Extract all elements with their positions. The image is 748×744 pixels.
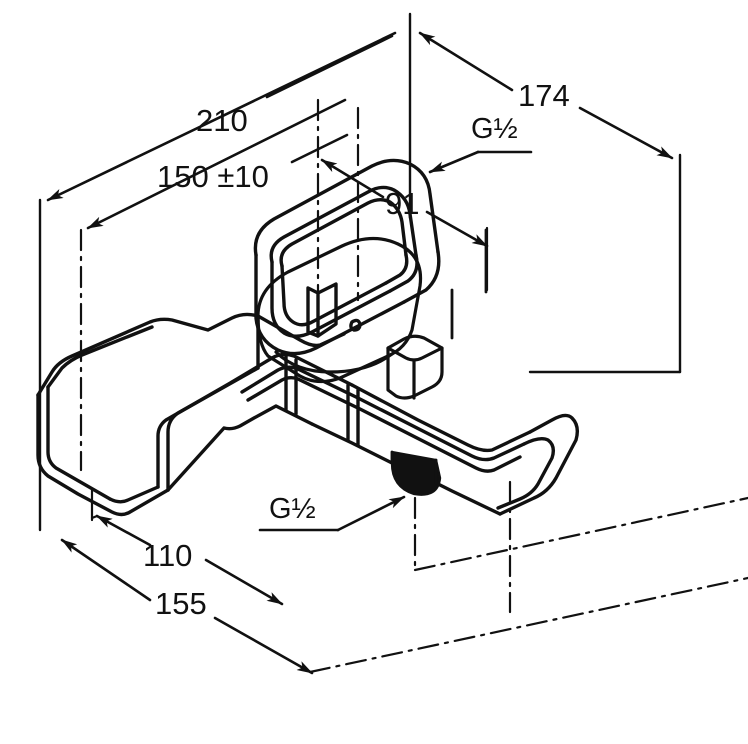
dimension-label-150: 150 ±10 [157, 159, 269, 194]
lever-front-tab-side [316, 282, 338, 338]
lever-right-end [402, 250, 441, 304]
dimension-150-geometry [86, 98, 349, 230]
thread-top-geometry [428, 150, 533, 174]
lever-wall-inner-bottom [280, 264, 388, 327]
dimension-210-geometry [46, 31, 397, 202]
lever-underside [254, 253, 406, 356]
dim-110-leader-right [204, 558, 284, 606]
cartridge-dome-outline [256, 236, 423, 384]
dim-210-leader-text [265, 34, 394, 99]
dim-150-leader-left [86, 98, 347, 230]
centreline-spout-right [308, 576, 748, 674]
dimension-label-210: 210 [196, 103, 248, 138]
body-front-left-face [36, 393, 170, 517]
thread-callout-top-label: G½ [471, 113, 518, 145]
thread-top-leader [428, 150, 480, 174]
body-left-inner-corner [156, 380, 234, 489]
dimension-155-geometry [60, 538, 314, 675]
body-front-corner-edge [166, 366, 260, 492]
thread-bottom-geometry [258, 495, 406, 532]
thread-bottom-leader [336, 495, 406, 532]
lever-wall-inner-right [384, 253, 409, 285]
body-left-inner-top [46, 325, 154, 389]
dimension-label-174: 174 [518, 78, 570, 113]
dim-150-leader-text [290, 133, 349, 164]
lever-front-tab [306, 286, 320, 338]
shower-outlet-connector [390, 450, 442, 496]
spout-top-edge-right [350, 383, 532, 453]
dimension-label-91: 91 [385, 186, 420, 221]
spout-underside-left [310, 422, 394, 465]
body-top-left-edge [36, 312, 260, 397]
drawing-geometry [36, 12, 748, 675]
dim-174-leader-left [418, 31, 514, 92]
dim-155-leader-left [60, 538, 152, 602]
lever-inner-bottom [270, 260, 392, 338]
dim-110-leader-left [95, 514, 152, 547]
centre-lines [79, 98, 748, 674]
dimension-label-110: 110 [143, 538, 193, 573]
spout-underside-right [434, 481, 502, 516]
body-left-inner-front [46, 385, 112, 501]
lever-handle [253, 158, 441, 356]
centreline-outlet-right [413, 496, 748, 572]
spout-small-details [450, 228, 488, 340]
lever-wall-inner [279, 198, 408, 268]
extension-lines [38, 12, 682, 532]
dim-155-leader-right [213, 616, 314, 675]
dim-210-leader-left [46, 31, 397, 202]
lever-screw-indent [349, 318, 362, 332]
dimension-174-geometry [418, 31, 674, 160]
outlet-collar-filled [390, 450, 442, 496]
dim-174-leader-right [578, 106, 674, 160]
lever-top-edge [253, 158, 440, 257]
dim-91-leader-right [425, 210, 489, 248]
lever-inner-top [269, 185, 418, 264]
cartridge-dome-base-curve [274, 350, 394, 374]
spout-right-cap [498, 413, 580, 516]
cartridge-base [256, 236, 423, 384]
diverter-button [386, 334, 444, 400]
faucet-body [36, 312, 580, 517]
diverter-outline [386, 334, 444, 400]
body-lower-profile [166, 404, 314, 492]
lever-inner-right [388, 253, 419, 293]
body-left-inner-bottom [108, 485, 160, 504]
thread-callout-bottom-label: G½ [269, 493, 316, 525]
spout-right-cap-inner [496, 436, 556, 510]
dimension-label-155: 155 [155, 586, 207, 621]
spout-upper-crease [240, 365, 526, 462]
